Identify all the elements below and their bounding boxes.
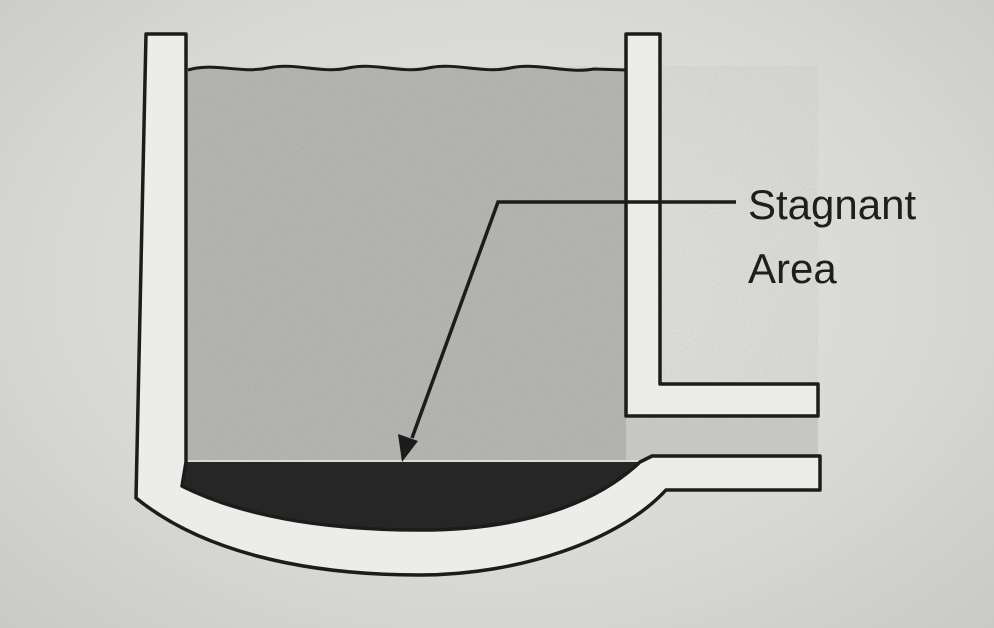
leader-arrowhead	[398, 434, 418, 462]
liquid-body	[188, 66, 818, 461]
tank-left-wall-and-bottom	[134, 32, 822, 577]
label-stagnant: Stagnant	[748, 181, 916, 228]
outlet-channel-liquid	[626, 418, 818, 460]
stagnant-sludge-layer	[182, 462, 640, 530]
leader-line	[410, 200, 736, 439]
liquid-surface-line	[187, 64, 627, 72]
label-area: Area	[748, 245, 837, 292]
tank-right-wall	[624, 32, 820, 418]
